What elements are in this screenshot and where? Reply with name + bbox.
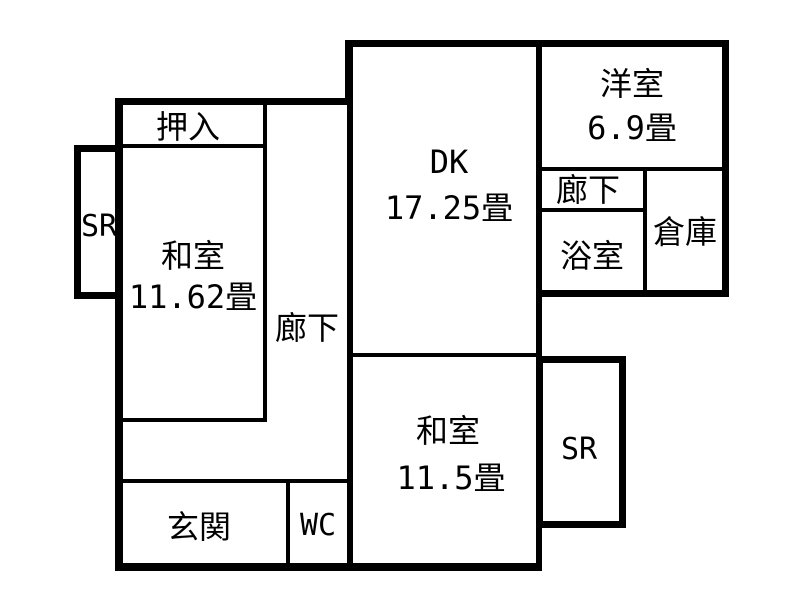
wall-east-vertical (536, 46, 542, 571)
wall-corridor-right-bottom (542, 208, 643, 212)
dk-size: 17.25畳 (384, 189, 514, 227)
storage-right-label: SR (560, 432, 598, 467)
washitsu-main-label: 和室 (160, 237, 226, 275)
corridor-left-label: 廊下 (274, 309, 340, 347)
youshitsu-label: 洋室 (599, 65, 665, 103)
wall-oshiire-right (263, 105, 267, 422)
wall-oshiire-bottom (123, 144, 267, 148)
bathroom-label: 浴室 (559, 237, 625, 275)
washitsu-main-size: 11.62畳 (128, 278, 258, 316)
storage-left-label: SR (80, 209, 118, 244)
wall-dk-washitsu-divider (353, 353, 536, 357)
wall-youshitsu-bottom (542, 167, 722, 171)
toilet-label: WC (299, 508, 337, 543)
corridor-right-label: 廊下 (555, 171, 621, 209)
wall-outer-right (722, 40, 729, 297)
wall-center-vertical (347, 103, 353, 571)
wall-outer-bottom (115, 563, 542, 571)
wall-left-block-top (115, 98, 353, 105)
wall-right-block-bottom (536, 290, 729, 297)
entrance-label: 玄関 (166, 508, 232, 546)
wall-outer-left (115, 98, 123, 571)
wall-dk-left-upper (345, 40, 353, 105)
wall-washitsu-main-bottom (123, 418, 267, 422)
warehouse-label: 倉庫 (652, 213, 718, 251)
washitsu-second-label: 和室 (415, 412, 481, 450)
dk-label: DK (429, 143, 469, 181)
wall-bath-warehouse-divider (643, 171, 647, 290)
wall-outer-top (345, 40, 729, 47)
youshitsu-size: 6.9畳 (587, 109, 677, 147)
wall-entrance-toilet-divider (286, 483, 290, 564)
wall-entrance-top (123, 479, 347, 483)
washitsu-second-size: 11.5畳 (396, 459, 506, 497)
oshiire-label: 押入 (155, 108, 221, 146)
